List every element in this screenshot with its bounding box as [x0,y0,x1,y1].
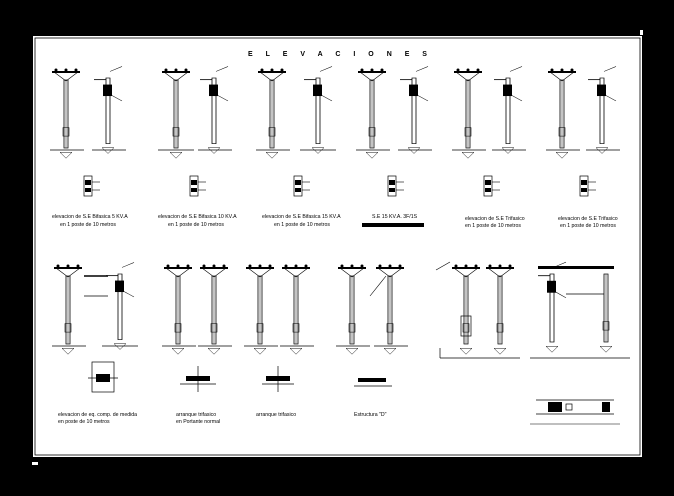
top-label-6-line1: elevacion de S.E Trifasico [558,216,618,222]
top-label-4-underline [362,223,424,227]
top-label-5-line1: elevacion de S.E Trifasico [465,216,525,222]
corner-mark-tr [640,30,643,35]
top-label-1-line2: en 1 poste de 10 metros [60,222,116,228]
top-label-1-line1: elevacion de S.E Bifasica 5 KV.A [52,214,128,220]
elevation-group-1 [50,66,126,197]
bottom-label-1-line2: en poste de 10 metros [58,419,110,425]
bottom-group-2 [162,263,232,392]
bottom-label-3-line1: arranque trifasico [256,412,296,418]
bottom-group-5 [435,261,630,359]
top-label-2-line1: elevacion de S.E Bifasica 10 KV.A [158,214,237,220]
elevation-group-3 [256,66,336,197]
bottom-label-2-line1: arranque trifasico [176,412,216,418]
top-label-5-line2: en 1 poste de 10 metros [465,223,521,229]
bottom-label-1-line1: elevacion de eq. comp. de medida [58,412,137,418]
elevation-group-5 [452,66,526,197]
bottom-label-2-line2: en Portante normal [176,419,220,425]
bottom-group-3 [244,263,314,392]
top-label-3-line1: elevacion de S.E Bifasica 15 KV.A [262,214,341,220]
drawing-title: E L E V A C I O N E S [248,51,432,58]
top-label-4-line1: S.E 15 KV.A. 3F/1S [372,214,418,220]
bottom-label-4-line1: Estructura "D" [354,412,387,418]
corner-mark-bl [32,462,38,465]
top-label-3-line2: en 1 poste de 10 metros [274,222,330,228]
elevation-group-6 [546,66,620,197]
elevation-group-2 [158,66,232,197]
bottom-group-4 [336,263,408,387]
elevation-group-4 [356,66,432,197]
sheet-border [34,37,641,456]
sheet-paper [33,36,642,457]
bottom-group-1 [52,262,138,393]
top-label-6-line2: en 1 poste de 10 metros [560,223,616,229]
detail-bottom-right [530,399,620,425]
top-label-2-line2: en 1 poste de 10 metros [168,222,224,228]
